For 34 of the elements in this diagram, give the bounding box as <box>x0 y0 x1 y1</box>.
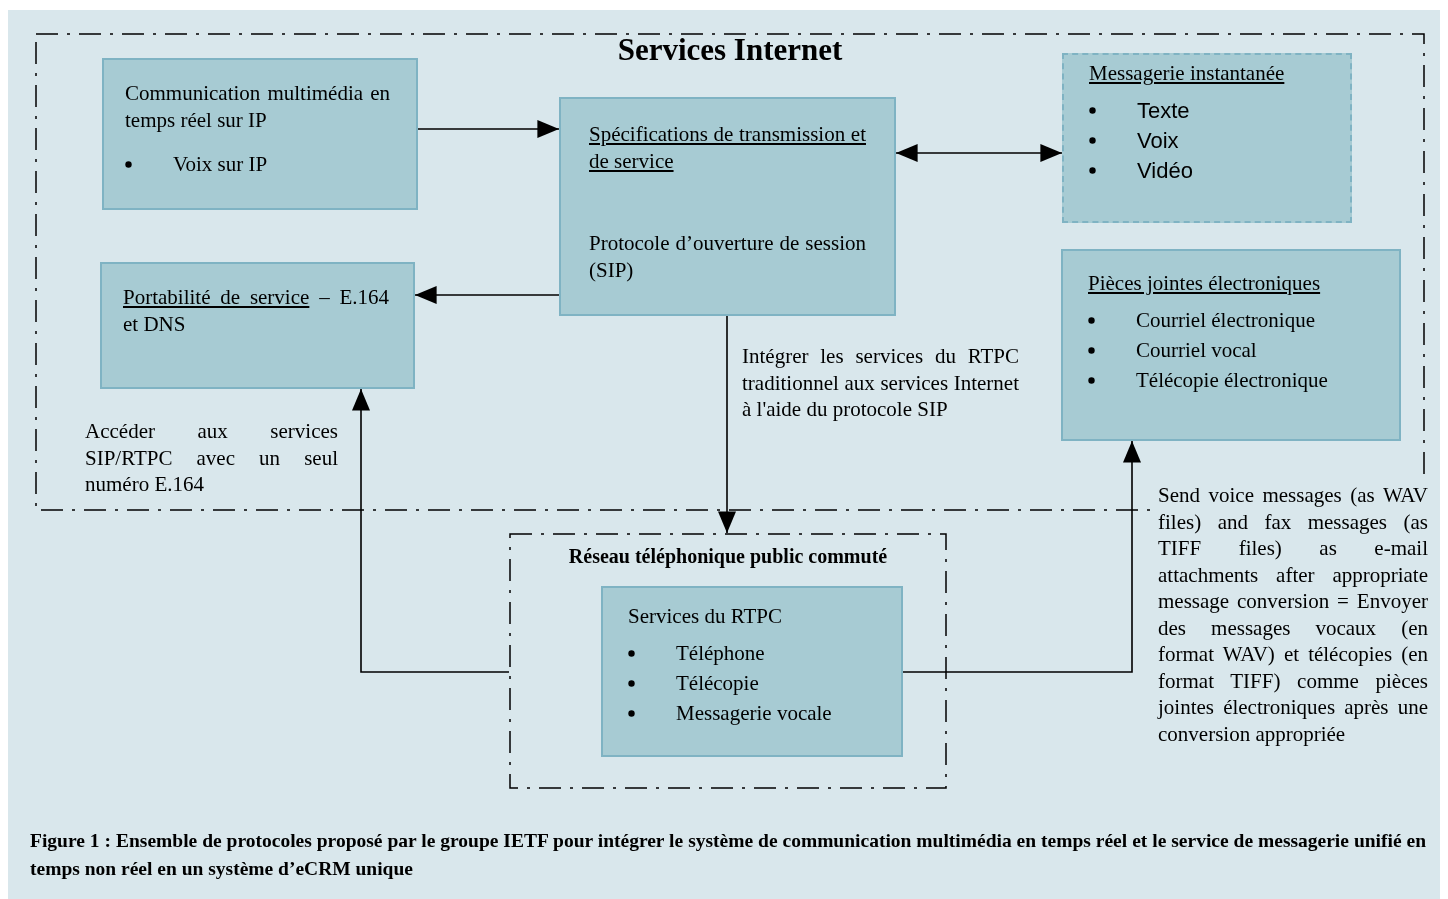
arrow <box>718 315 736 534</box>
box-text: Protocole d’ouverture de session (SIP) <box>589 230 866 284</box>
process-box <box>1062 53 1352 223</box>
list-item: Vidéo <box>1137 157 1193 184</box>
box-heading: Pièces jointes électroniques <box>1088 270 1322 297</box>
arrow <box>895 144 1063 162</box>
list-item: Télécopie <box>676 670 759 697</box>
arrow <box>352 388 510 673</box>
box-heading: Communication multimédia en temps réel sur IP <box>125 80 390 134</box>
list-item: Courriel vocal <box>1136 337 1257 364</box>
figure-caption: Figure 1 : Ensemble de protocoles proposé par le groupe IETF pour intégrer le système de communication multimédia en temps réel et le service de messagerie unifié en temps non réel en un système d’eCRM unique <box>30 829 1426 881</box>
box-text: Portabilité de service – E.164 et DNS <box>123 284 389 338</box>
list-item: Voix <box>1137 127 1179 154</box>
process-box <box>102 58 418 210</box>
list-item: Courriel électronique <box>1136 307 1315 334</box>
process-box <box>559 97 896 316</box>
arrow <box>417 120 560 138</box>
list-item: Téléphone <box>676 640 765 667</box>
box-heading: Services du RTPC <box>628 603 783 630</box>
list-item: Voix sur IP <box>173 151 268 178</box>
arrow <box>902 440 1141 673</box>
list-item: Messagerie vocale <box>676 700 832 727</box>
group-heading: Services Internet <box>616 36 844 63</box>
arrow <box>414 286 560 304</box>
process-box <box>1061 249 1401 441</box>
list-item: Télécopie électronique <box>1136 367 1328 394</box>
group-frame <box>509 533 947 789</box>
list-item: Texte <box>1137 97 1190 124</box>
process-box <box>601 586 903 757</box>
box-heading: Messagerie instantanée <box>1089 60 1286 87</box>
process-box <box>100 262 415 389</box>
group-heading: Réseau téléphonique public commuté <box>567 544 889 570</box>
box-heading: Spécifications de transmission et de service <box>589 121 866 175</box>
edge-label: Send voice messages (as WAV files) and fax messages (as TIFF files) as e-mail attachments after appropriate message conversion = Envoyer des messages vocaux (en format WAV) et télécopies (en format TIFF) comme pièces jointes électroniques après une conversion appropriée <box>1158 482 1428 747</box>
